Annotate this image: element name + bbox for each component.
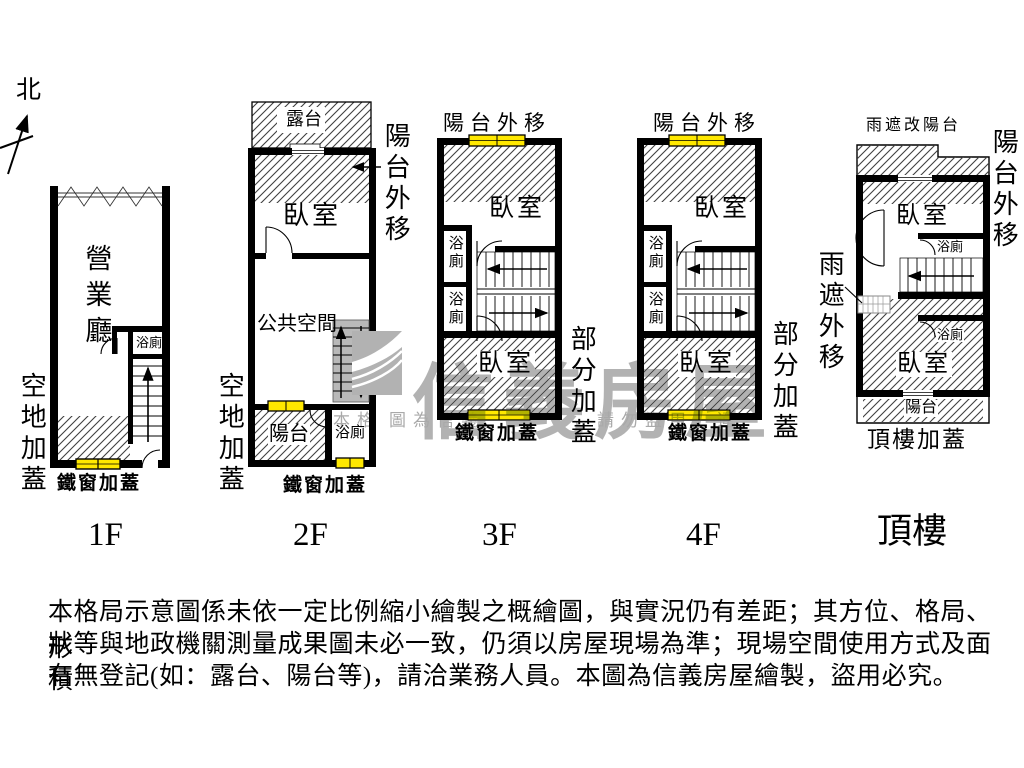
annotation-partial-addition: 部分加蓋 bbox=[567, 325, 597, 449]
room-label-balcony: 陽台 bbox=[904, 399, 939, 417]
annotation-iron-window: 鐵窗加蓋 bbox=[455, 423, 540, 444]
annotation-balcony-moved: 陽台外移 bbox=[381, 122, 411, 246]
floor-name-4f: 4F bbox=[686, 517, 721, 553]
annotation-open-land: 空地加蓋 bbox=[215, 372, 245, 496]
floor-name-3f: 3F bbox=[482, 517, 517, 553]
north-label: 北 bbox=[16, 77, 42, 104]
room-label-bath: 浴廁 bbox=[646, 291, 663, 327]
room-label-bath: 浴廁 bbox=[646, 235, 663, 271]
room-label-bath: 浴廁 bbox=[936, 239, 965, 254]
annotation-iron-window: 鐵窗加蓋 bbox=[668, 423, 753, 444]
disclaimer-line-3: 有無登記(如：露台、陽台等)，請洽業務人員。本圖為信義房屋繪製，盜用必究。 bbox=[48, 663, 959, 690]
room-label-bath: 浴廁 bbox=[936, 327, 965, 342]
stairs bbox=[133, 365, 162, 442]
room-label-common-space: 公共空間 bbox=[257, 313, 337, 335]
floor-plan-2f bbox=[248, 101, 381, 469]
windows bbox=[467, 134, 531, 421]
room-label-bedroom: 臥室 bbox=[283, 201, 342, 230]
balcony-moved-hatch bbox=[863, 182, 983, 204]
room-label-bedroom: 臥室 bbox=[489, 195, 546, 222]
room-label-bath: 浴廁 bbox=[446, 291, 463, 327]
terrace-label-bg bbox=[277, 107, 325, 133]
floor-plan-3f bbox=[437, 134, 562, 421]
annotation-rooftop-addition: 頂樓加蓋 bbox=[867, 427, 967, 452]
rain-cover-balcony-hatch bbox=[857, 145, 989, 176]
room-label-bedroom: 臥室 bbox=[477, 350, 536, 378]
rain-shield-strip bbox=[857, 295, 891, 314]
room-label-balcony: 陽台 bbox=[268, 423, 310, 445]
annotation-balcony-moved: 陽台外移 bbox=[443, 111, 551, 135]
doors bbox=[855, 209, 936, 338]
stairs bbox=[476, 251, 556, 332]
floor-name-1f: 1F bbox=[88, 517, 123, 553]
disclaimer-line-2: 狀等與地政機關測量成果圖未必一致，仍須以房屋現場為準；現場空間使用方式及面積 bbox=[48, 631, 992, 694]
room-label-bedroom: 臥室 bbox=[896, 203, 950, 229]
sinyi-logo-icon bbox=[351, 331, 403, 395]
room-label-hall: 營業廳 bbox=[81, 244, 112, 352]
doors bbox=[265, 226, 328, 428]
stairs bbox=[899, 257, 984, 293]
room-label-bath: 浴廁 bbox=[334, 425, 367, 442]
room-label-bedroom: 臥室 bbox=[896, 351, 952, 378]
doors bbox=[100, 337, 161, 469]
disclaimer-line-1: 本格局示意圖係未依一定比例縮小繪製之概繪圖，與實況仍有差距；其方位、格局、形 bbox=[48, 599, 992, 662]
windows bbox=[267, 400, 365, 469]
floor-name-roof: 頂樓 bbox=[877, 512, 948, 551]
room-label-bath: 浴廁 bbox=[446, 235, 463, 271]
annotation-open-land: 空地加蓋 bbox=[17, 372, 47, 496]
annotation-balcony-moved: 陽台外移 bbox=[989, 128, 1019, 252]
floor-plan-1f bbox=[50, 186, 170, 470]
annotation-partial-addition: 部分加蓋 bbox=[769, 320, 799, 444]
room-label-bedroom: 臥室 bbox=[694, 195, 751, 222]
hatch-area bbox=[58, 416, 130, 460]
floor-plan-roof bbox=[844, 144, 990, 424]
annotation-raincover-to-balcony: 雨遮改陽台 bbox=[866, 117, 962, 134]
room-label-bath: 浴廁 bbox=[136, 335, 163, 350]
balcony-moved-hatch bbox=[444, 145, 555, 202]
annotation-pointer bbox=[844, 286, 863, 304]
annotation-iron-window: 鐵窗加蓋 bbox=[283, 475, 368, 496]
annotation-balcony-moved: 陽台外移 bbox=[653, 111, 761, 135]
annotation-iron-window: 鐵窗加蓋 bbox=[57, 473, 142, 494]
room-label-terrace: 露台 bbox=[286, 109, 322, 129]
floor-name-2f: 2F bbox=[293, 517, 328, 553]
annotation-raincover-moved: 雨遮外移 bbox=[815, 250, 845, 374]
shutter-zigzag bbox=[57, 186, 163, 207]
doors bbox=[476, 240, 503, 342]
floor-plan-4f bbox=[637, 135, 762, 420]
window bbox=[75, 458, 121, 470]
north-arrow-icon bbox=[0, 114, 34, 175]
room-label-bedroom: 臥室 bbox=[678, 350, 737, 378]
balcony-moved-hatch bbox=[255, 155, 369, 203]
